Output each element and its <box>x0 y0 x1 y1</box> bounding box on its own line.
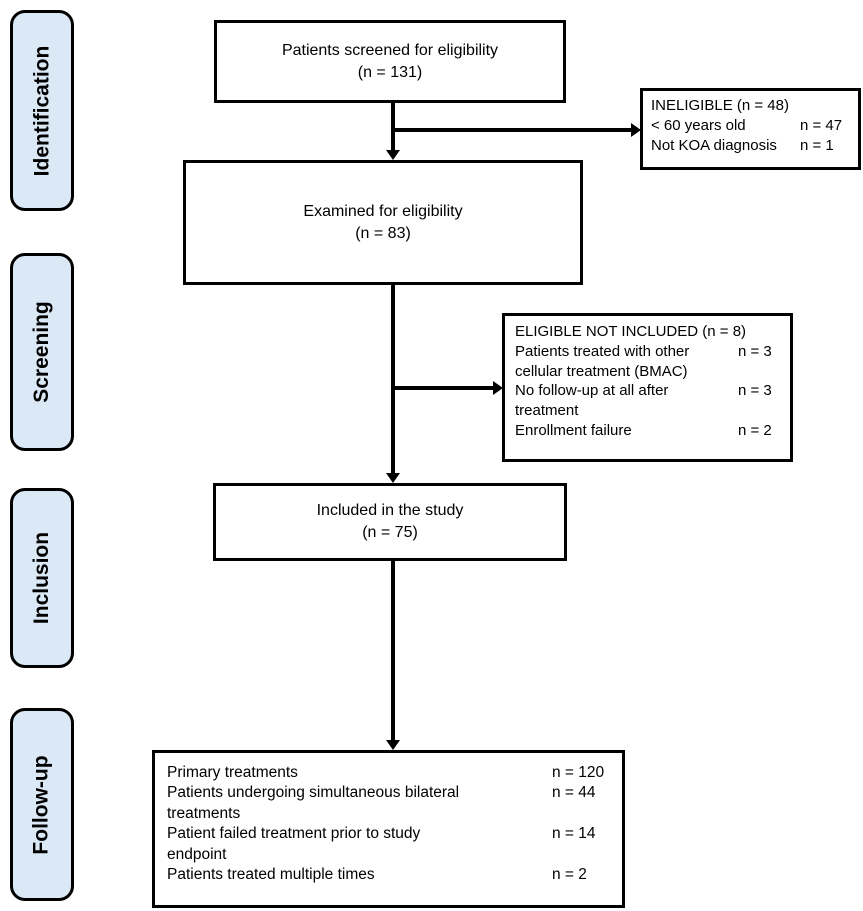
box-follow-up: Primary treatments n = 120 Patients unde… <box>152 750 625 908</box>
arrow-down-icon <box>386 473 400 483</box>
stage-label-text: Follow-up <box>30 754 54 855</box>
row-label: No follow-up at all after treatment <box>515 382 669 420</box>
stage-label-text: Inclusion <box>30 531 53 625</box>
box-screened-count: (n = 131) <box>357 63 423 81</box>
box-eligible-not-included: ELIGIBLE NOT INCLUDED (n = 8) Patients t… <box>502 313 793 462</box>
row-value: n = 1 <box>800 136 834 154</box>
list-item: Patient failed treatment prior to study … <box>167 824 610 865</box>
list-item: Primary treatments n = 120 <box>167 763 610 783</box>
list-item: Patients treated with other cellular tre… <box>515 342 780 382</box>
box-screened-line1: Patients screened for eligibility <box>281 41 499 59</box>
arrow-down-icon <box>386 150 400 160</box>
connector-included-to-follow-up <box>391 560 395 741</box>
list-item: Not KOA diagnosis n = 1 <box>651 136 850 156</box>
list-item: < 60 years old n = 47 <box>651 116 850 136</box>
box-included-line1: Included in the study <box>316 502 464 520</box>
stage-label-text: Screening <box>30 301 54 403</box>
box-included: Included in the study (n = 75) <box>213 483 567 561</box>
arrow-right-icon <box>631 123 641 137</box>
list-item: Enrollment failure n = 2 <box>515 421 780 441</box>
list-item: No follow-up at all after treatment n = … <box>515 381 780 421</box>
connector-screened-to-examined <box>391 102 395 152</box>
stage-label-inclusion: Inclusion <box>10 488 74 668</box>
row-label: Not KOA diagnosis <box>651 136 777 154</box>
box-examined-count: (n = 83) <box>355 224 411 242</box>
row-value: n = 3 <box>738 342 772 360</box>
row-value: n = 44 <box>552 784 596 802</box>
row-value: n = 2 <box>552 866 587 884</box>
row-value: n = 3 <box>738 382 772 400</box>
box-examined: Examined for eligibility (n = 83) <box>183 160 583 285</box>
row-label: Patient failed treatment prior to study … <box>167 825 421 863</box>
row-label: Enrollment failure <box>515 421 632 439</box>
box-included-count: (n = 75) <box>362 524 418 541</box>
arrow-down-icon <box>386 740 400 750</box>
stage-label-identification: Identification <box>10 10 74 211</box>
arrow-right-icon <box>493 381 503 395</box>
box-screened: Patients screened for eligibility (n = 1… <box>214 20 566 103</box>
row-label: Patients treated with other cellular tre… <box>515 342 690 380</box>
row-value: n = 14 <box>552 825 596 843</box>
row-label: Patients treated multiple times <box>167 866 375 884</box>
connector-branch-eligible-not-included <box>393 386 495 390</box>
row-label: Patients undergoing simultaneous bilater… <box>167 784 460 822</box>
row-label: Primary treatments <box>167 764 298 781</box>
list-item: Patients treated multiple times n = 2 <box>167 865 610 885</box>
row-value: n = 2 <box>738 421 772 439</box>
box-ineligible: INELIGIBLE (n = 48) < 60 years old n = 4… <box>640 88 861 170</box>
box-ineligible-title: INELIGIBLE (n = 48) <box>651 97 789 114</box>
box-examined-line1: Examined for eligibility <box>303 202 463 220</box>
list-item: Patients undergoing simultaneous bilater… <box>167 783 610 824</box>
stage-label-text: Identification <box>30 45 54 176</box>
stage-label-follow-up: Follow-up <box>10 708 74 901</box>
stage-label-screening: Screening <box>10 253 74 451</box>
box-eligible-not-included-title: ELIGIBLE NOT INCLUDED (n = 8) <box>515 323 747 340</box>
connector-examined-to-included <box>391 284 395 474</box>
row-value: n = 47 <box>800 116 843 134</box>
row-value: n = 120 <box>552 764 605 781</box>
connector-branch-ineligible <box>393 128 633 132</box>
row-label: < 60 years old <box>651 116 746 134</box>
